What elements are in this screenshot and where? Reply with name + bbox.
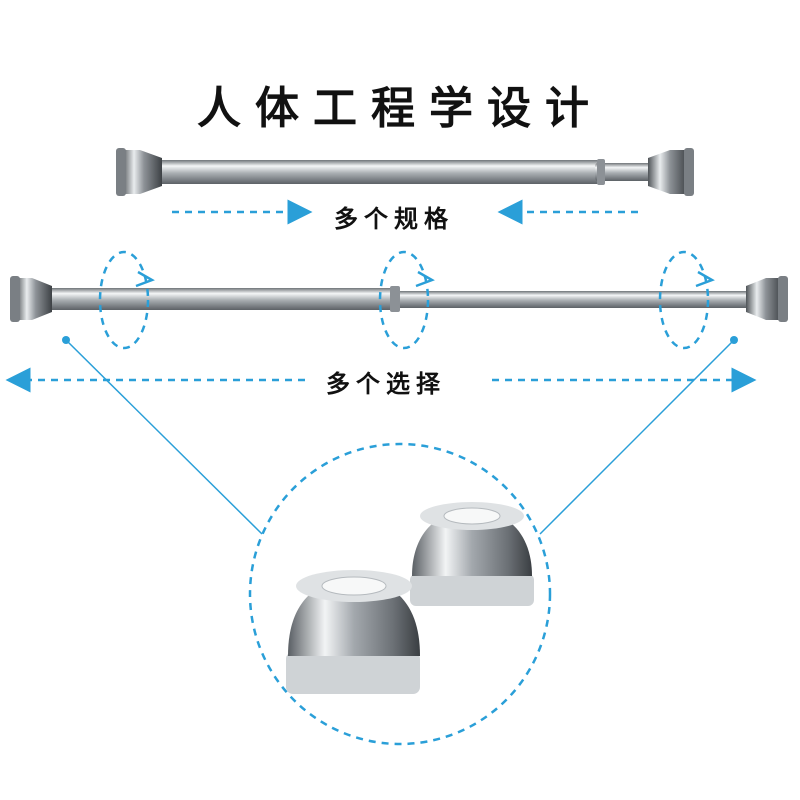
rotation-arrow-icon [658,250,715,350]
callout-line-left [65,339,263,535]
rod-end-cap-left-base [116,148,126,196]
rod-end-cap-right [648,150,688,194]
rod-end-cap-left [122,150,162,194]
callout-lines [62,336,738,535]
long-tension-rod [10,276,788,322]
end-cap-detail-back [410,502,534,606]
short-tension-rod [116,148,694,196]
rod-outer-tube [150,160,605,184]
rod-joint [390,286,400,312]
rod-end-cap-right-base [778,276,788,322]
rod-outer-tube [40,288,400,310]
rod-end-cap-left [16,278,52,320]
rod-joint [597,159,605,185]
callout-line-right [539,339,735,535]
rod-end-cap-left-base [10,276,20,322]
rod-end-cap-right [746,278,782,320]
specs-label: 多个规格 [328,199,460,234]
rod-inner-tube [395,291,760,308]
options-label: 多个选择 [320,364,452,399]
rotation-arrow-icon [98,250,155,350]
page-title: 人体工程学设计 [197,83,603,134]
rod-inner-tube [595,163,655,181]
end-cap-detail-front [286,570,420,694]
rotation-arrow-icon [378,250,435,350]
rod-end-cap-right-base [684,148,694,196]
